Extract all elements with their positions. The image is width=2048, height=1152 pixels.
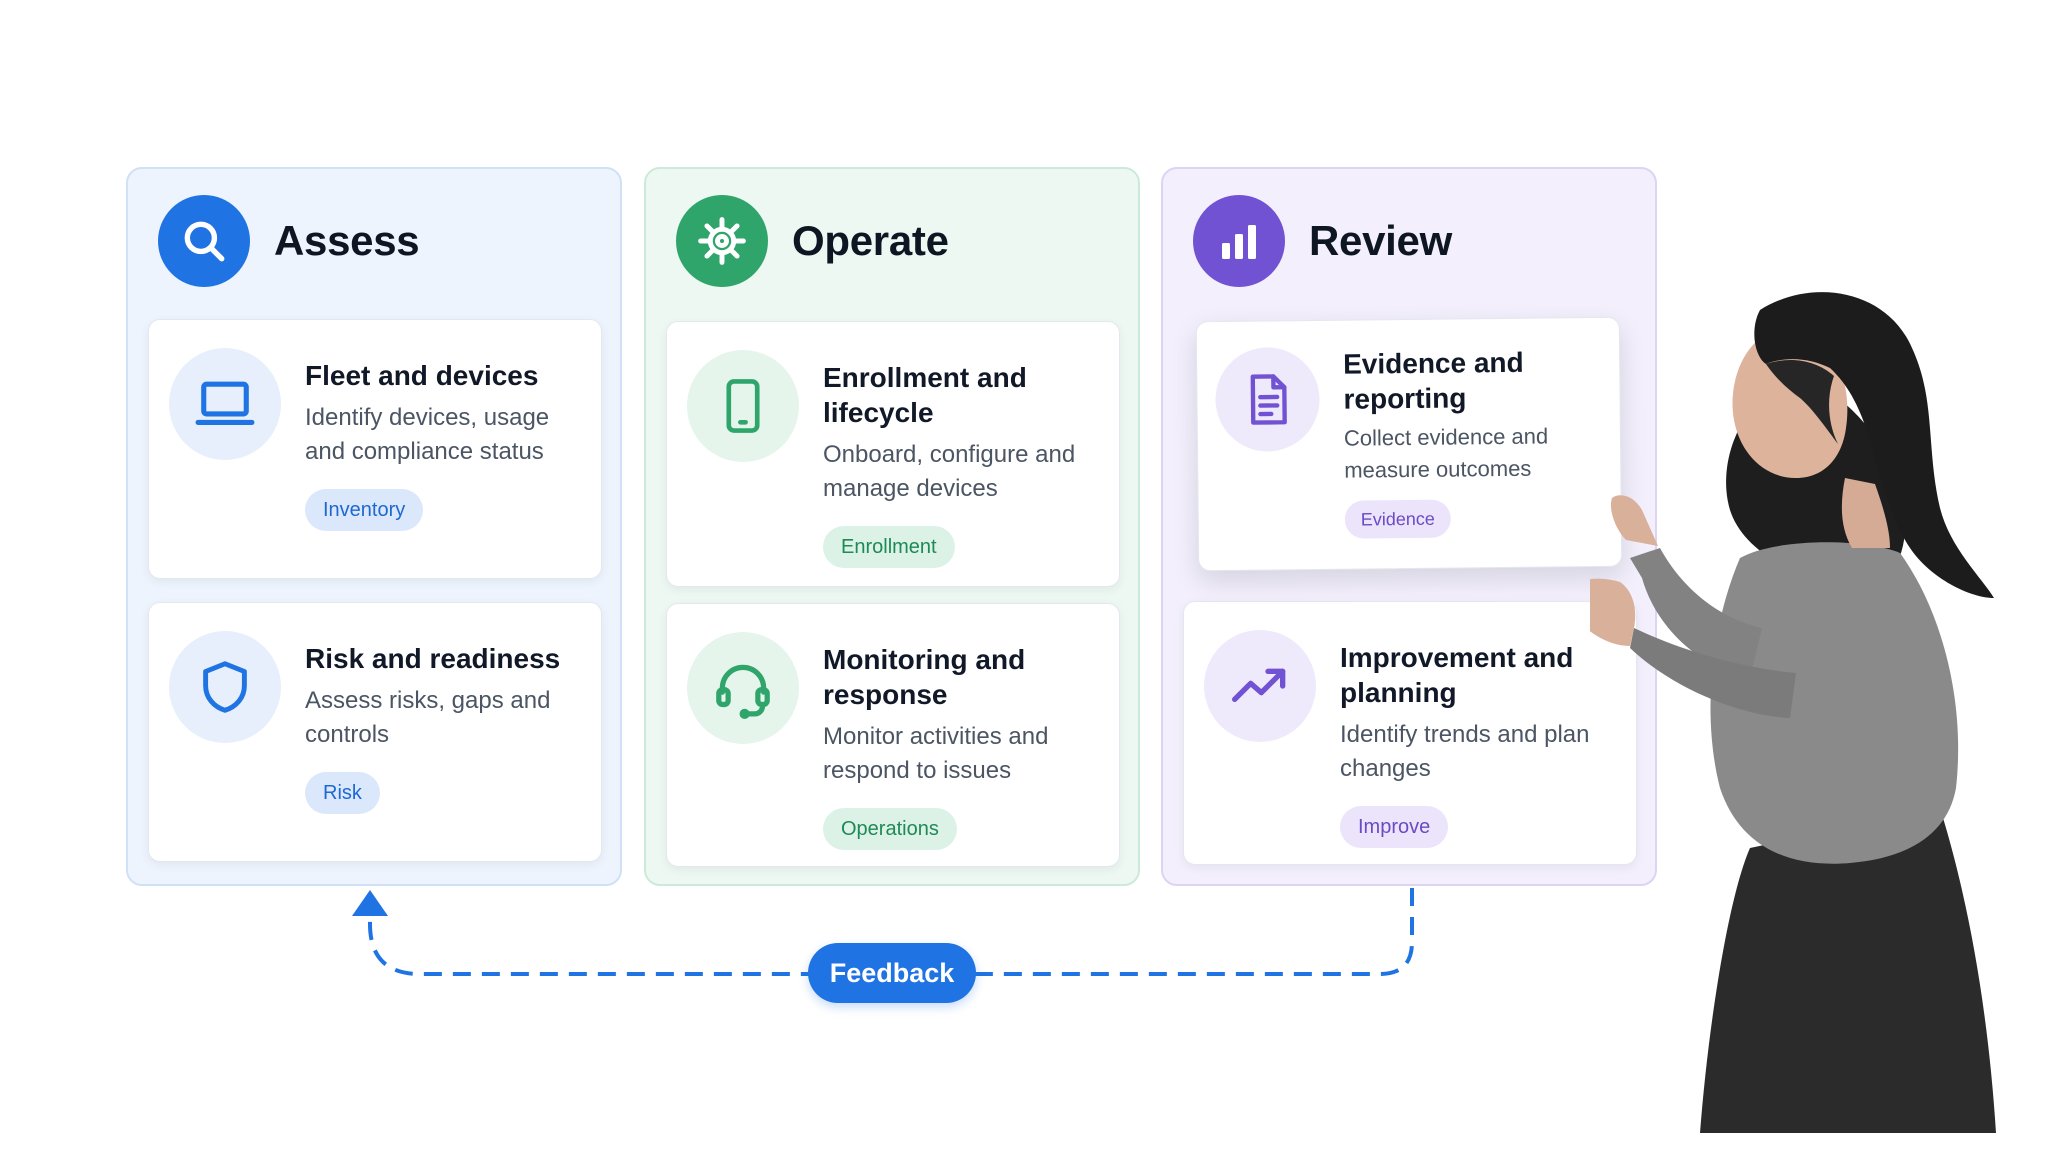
- document-icon: [1214, 346, 1321, 453]
- operations-tag: Operations: [823, 808, 957, 850]
- card-description: Assess risks, gaps and controls: [305, 687, 551, 748]
- gear-icon: [676, 195, 768, 287]
- operate-title: Operate: [792, 217, 949, 264]
- trend-up-icon: [1204, 630, 1316, 742]
- fleet-and-devices-card[interactable]: Fleet and devices Identify devices, usag…: [148, 319, 602, 579]
- laptop-icon: [169, 348, 281, 460]
- card-description: Monitor activities and respond to issues: [823, 723, 1049, 784]
- card-title: Risk and readiness: [305, 643, 561, 674]
- operate-column: Operate Enrollment and lifecycle Onboard…: [644, 167, 1140, 886]
- search-icon: [158, 195, 250, 287]
- enrollment-and-lifecycle-card[interactable]: Enrollment and lifecycle Onboard, config…: [666, 321, 1120, 587]
- risk-and-readiness-card[interactable]: Risk and readiness Assess risks, gaps an…: [148, 602, 602, 862]
- card-title: Monitoring and response: [823, 644, 1026, 710]
- card-title: Enrollment and lifecycle: [823, 362, 1027, 428]
- enrollment-tag: Enrollment: [823, 526, 955, 568]
- review-header: Review: [1193, 195, 1452, 287]
- evidence-and-reporting-card[interactable]: Evidence and reporting Collect evidence …: [1195, 316, 1623, 572]
- bar-chart-icon: [1193, 195, 1285, 287]
- risk-tag: Risk: [305, 772, 380, 814]
- shield-icon: [169, 631, 281, 743]
- monitoring-and-response-card[interactable]: Monitoring and response Monitor activiti…: [666, 603, 1120, 867]
- assess-column: Assess Fleet and devices Identify device…: [126, 167, 622, 886]
- card-description: Identify trends and plan changes: [1340, 721, 1590, 782]
- assess-header: Assess: [158, 195, 420, 287]
- card-description: Onboard, configure and manage devices: [823, 441, 1076, 502]
- card-title: Improvement and planning: [1340, 642, 1574, 708]
- headset-icon: [687, 632, 799, 744]
- improve-tag: Improve: [1340, 806, 1449, 848]
- operate-header: Operate: [676, 195, 949, 287]
- card-description: Identify devices, usage and compliance s…: [305, 404, 550, 465]
- person-illustration: [1590, 292, 1996, 1133]
- mobile-device-icon: [687, 350, 799, 462]
- improvement-and-planning-card[interactable]: Improvement and planning Identify trends…: [1183, 601, 1637, 865]
- review-title: Review: [1309, 217, 1452, 264]
- review-column: Review Improvement and planning Identify…: [1161, 167, 1657, 886]
- card-title: Fleet and devices: [305, 360, 539, 391]
- inventory-tag: Inventory: [305, 489, 424, 531]
- assess-title: Assess: [274, 217, 420, 264]
- feedback-button[interactable]: Feedback: [808, 943, 976, 1003]
